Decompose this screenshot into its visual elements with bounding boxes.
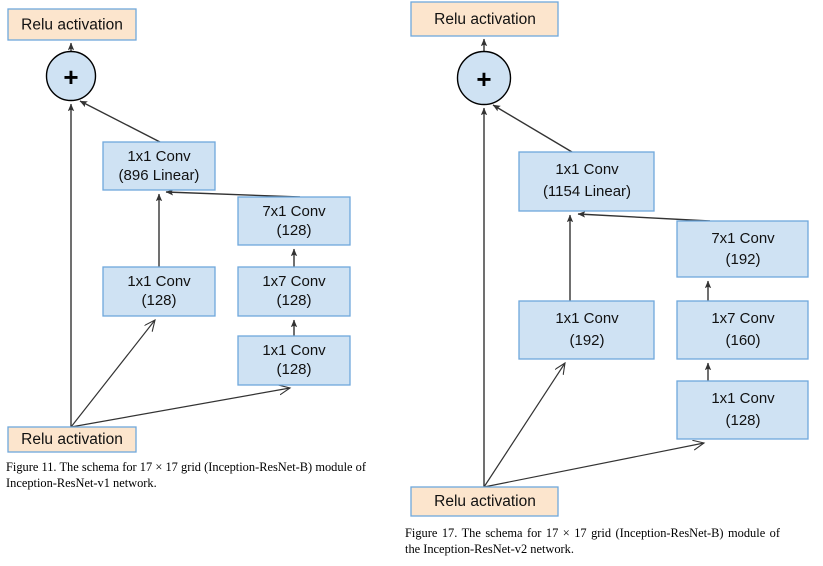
block-label-line1: 1x1 Conv	[262, 342, 326, 359]
output-relu-label: Relu activation	[434, 11, 536, 28]
block-conv-1x1-128-branch-b[interactable]: 1x1 Conv (128)	[237, 335, 351, 386]
block-conv-1x7-128[interactable]: 1x7 Conv (128)	[237, 266, 351, 317]
block-label-line2: (192)	[569, 332, 604, 349]
plus-icon: +	[476, 64, 491, 94]
edge-linear-conv-to-sum	[79, 100, 161, 143]
block-conv-7x1-128[interactable]: 7x1 Conv (128)	[237, 196, 351, 246]
block-label-line1: 1x1 Conv	[127, 148, 191, 165]
block-label-line2: (128)	[725, 412, 760, 429]
sum-node[interactable]: +	[45, 50, 97, 102]
diagram-left: Relu activation + 1x1 Conv (896 Linear) …	[7, 8, 351, 453]
block-label-line2: (128)	[276, 222, 311, 239]
edge-conv7x1-to-linear-conv	[165, 189, 301, 198]
block-label-line2: (160)	[725, 332, 760, 349]
block-label-line1: 1x1 Conv	[555, 310, 619, 327]
block-label-line1: 7x1 Conv	[262, 203, 326, 220]
output-relu-box[interactable]: Relu activation	[7, 8, 137, 41]
block-conv-1x1-192[interactable]: 1x1 Conv (192)	[518, 300, 655, 360]
block-label-line1: 1x1 Conv	[711, 390, 775, 407]
block-conv-1x1-1154-linear[interactable]: 1x1 Conv (1154 Linear)	[518, 151, 655, 212]
figure-inception-resnet-v1-block-b: Relu activation + 1x1 Conv (896 Linear) …	[0, 0, 400, 566]
block-label-line2: (1154 Linear)	[543, 183, 631, 200]
block-label-line2: (192)	[725, 251, 760, 268]
block-label-line2: (128)	[141, 292, 176, 309]
figure-inception-resnet-v2-block-b: Relu activation + 1x1 Conv (1154 Linear)…	[400, 0, 823, 566]
block-label-line1: 7x1 Conv	[711, 230, 775, 247]
input-relu-label: Relu activation	[434, 493, 536, 510]
diagram-right: Relu activation + 1x1 Conv (1154 Linear)…	[410, 1, 809, 517]
block-label-line2: (896 Linear)	[119, 167, 200, 184]
caption-text: Figure 11. The schema for 17 × 17 grid (…	[6, 460, 366, 491]
edge-linear-conv-to-sum	[492, 104, 573, 153]
caption-text: Figure 17. The schema for 17 × 17 grid (…	[405, 526, 780, 557]
block-conv-1x1-896-linear[interactable]: 1x1 Conv (896 Linear)	[102, 141, 216, 191]
caption-figure-11: Figure 11. The schema for 17 × 17 grid (…	[6, 459, 366, 492]
block-conv-7x1-192[interactable]: 7x1 Conv (192)	[676, 220, 809, 278]
input-relu-box[interactable]: Relu activation	[7, 426, 137, 453]
sum-node[interactable]: +	[456, 50, 512, 106]
block-conv-1x7-160[interactable]: 1x7 Conv (160)	[676, 300, 809, 360]
input-relu-label: Relu activation	[21, 431, 123, 448]
edge-input-to-convB	[483, 443, 704, 488]
block-label-line1: 1x1 Conv	[555, 161, 619, 178]
input-relu-box[interactable]: Relu activation	[410, 486, 559, 517]
plus-icon: +	[63, 62, 78, 92]
block-label-line2: (128)	[276, 361, 311, 378]
edge-input-to-convA	[70, 320, 155, 428]
block-conv-1x1-128[interactable]: 1x1 Conv (128)	[676, 380, 809, 440]
edge-input-to-convA	[483, 363, 565, 488]
block-label-line2: (128)	[276, 292, 311, 309]
block-label-line1: 1x7 Conv	[711, 310, 775, 327]
block-label-line1: 1x1 Conv	[127, 273, 191, 290]
block-label-line1: 1x7 Conv	[262, 273, 326, 290]
block-conv-1x1-128-branch-a[interactable]: 1x1 Conv (128)	[102, 266, 216, 317]
edge-conv7x1-to-linear-conv	[577, 211, 711, 222]
output-relu-box[interactable]: Relu activation	[410, 1, 559, 37]
output-relu-label: Relu activation	[21, 17, 123, 34]
edge-input-to-convB	[70, 388, 290, 428]
caption-figure-17: Figure 17. The schema for 17 × 17 grid (…	[405, 525, 780, 558]
